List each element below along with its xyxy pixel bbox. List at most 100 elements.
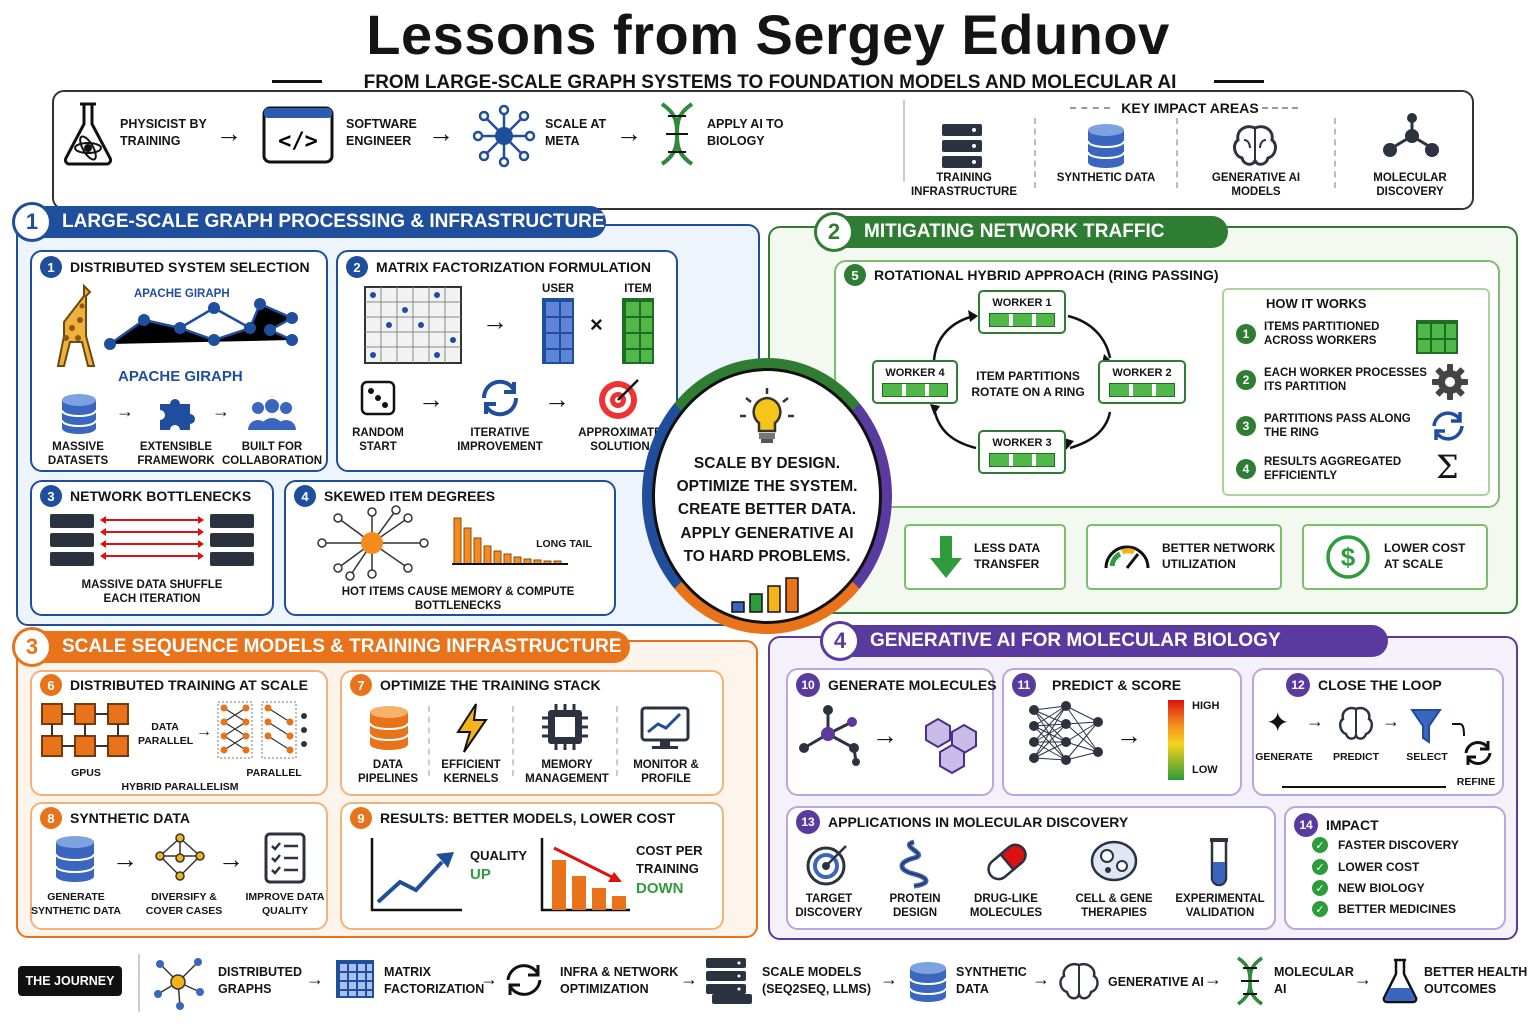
arrow: → [1382,711,1400,731]
journey-step: BETTER HEALTH OUTCOMES [1424,965,1528,996]
worker-3: WORKER 3 [978,430,1066,474]
step-number: 3 [1236,416,1256,436]
journey-step: DISTRIBUTED GRAPHS [218,965,303,996]
section-title: MITIGATING NETWORK TRAFFIC [864,221,1165,242]
impact-panel-left-border [903,100,905,182]
giraffe-icon [56,283,96,367]
check-icon: ✓ [1312,901,1328,917]
grid-icon [1416,320,1458,354]
worker-partitions [989,453,1055,467]
divider [428,706,430,776]
step-text: RESULTS AGGREGATED EFFICIENTLY [1264,456,1402,482]
impact-item-training: TRAINING INFRASTRUCTURE [910,172,1018,198]
label-cost: COST PER TRAINING [636,843,703,876]
box-title-text: OPTIMIZE THE TRAINING STACK [380,677,601,693]
test-tube-icon [1210,838,1228,887]
step-text: EACH WORKER PROCESSES ITS PARTITION [1264,367,1427,393]
chip-icon [542,704,588,750]
dice-icon [360,380,396,416]
label-parallel: PARALLEL [246,767,302,779]
box-number: 11 [1012,673,1036,697]
dollar-icon: $ [1326,535,1370,579]
refine-cycle-icon [1464,741,1492,765]
server-shuffle-icon [50,514,254,566]
benefit-label: BETTER NETWORK UTILIZATION [1162,541,1276,571]
gauge-icon [1104,545,1150,569]
box-results [340,802,724,930]
arrow: → [418,384,444,414]
how-title: HOW IT WORKS [1266,296,1367,311]
gear-icon [1432,364,1468,400]
box-number: 8 [40,807,62,829]
label-hybrid: HYBRID PARALLELISM [121,781,239,793]
center-line: SCALE BY DESIGN. [693,455,841,472]
box-title: 10 GENERATE MOLECULES [796,673,997,697]
network-hub-icon [472,104,536,168]
funnel-icon [1410,709,1442,744]
box-number: 4 [294,485,316,507]
label-high: HIGH [1192,700,1220,712]
box-number: 6 [40,674,62,696]
checklist-icon [264,832,306,884]
subtitle-rule-left [272,80,322,83]
monitor-chart-icon [640,706,690,749]
arrow: → [112,844,138,874]
label-times: × [590,312,603,337]
neural-net-icon [1029,701,1103,765]
arrow: → [480,969,498,989]
loop-return-line [1282,786,1446,788]
box-title-text: RESULTS: BETTER MODELS, LOWER COST [380,810,676,826]
arrow: → [1204,969,1222,989]
arrow: → [1032,969,1050,989]
section-number: 4 [820,621,860,661]
app-cell-gene: CELL & GENE THERAPIES [1075,893,1153,919]
label-generate: GENERATE [1255,751,1313,763]
server-rack-icon [942,124,982,168]
step-number: 2 [1236,370,1256,390]
worker-label: WORKER 1 [992,297,1052,309]
arrow: → [116,401,134,421]
logo-small: APACHE GIRAPH [134,288,230,300]
box-title-text: MATRIX FACTORIZATION FORMULATION [376,259,652,275]
box-distributed-system [30,250,328,472]
target-icon [599,379,639,419]
item-random-start: RANDOM START [352,427,404,453]
gpu-grid-icon [41,703,129,757]
impact-item: ✓LOWER COST [1312,859,1419,875]
worker-label: WORKER 3 [992,437,1052,449]
label-select: SELECT [1406,751,1448,763]
arrow: → [880,969,898,989]
center-line: CREATE BETTER DATA. [677,501,857,518]
item-improve-quality: IMPROVE DATA QUALITY [245,891,325,917]
puzzle-icon [160,399,195,430]
arrow: → [212,401,230,421]
box-predict-score [1002,668,1242,796]
impact-item-text: BETTER MEDICINES [1338,902,1457,916]
box-title-text: GENERATE MOLECULES [828,677,997,693]
sparse-matrix-icon [364,286,462,364]
box-number: 13 [796,810,820,834]
item-iterative: ITERATIVE IMPROVEMENT [457,427,543,453]
hexagon-molecule-icon [925,717,977,775]
step-number: 4 [1236,459,1256,479]
benefit-label: LESS DATA TRANSFER [974,541,1040,571]
brain-icon [1059,963,1099,1000]
down-arrow-icon [930,536,962,578]
label-quality: QUALITY [470,848,528,863]
box-title-text: IMPACT [1326,817,1379,833]
box-number: 10 [796,673,820,697]
item-built-collab: BUILT FOR COLLABORATION [222,441,323,467]
item-matrix [622,298,654,364]
dna-icon [1236,956,1264,1006]
code-icon: </> [262,106,334,164]
label-user: USER [542,283,574,295]
worker-partitions [1109,383,1175,397]
